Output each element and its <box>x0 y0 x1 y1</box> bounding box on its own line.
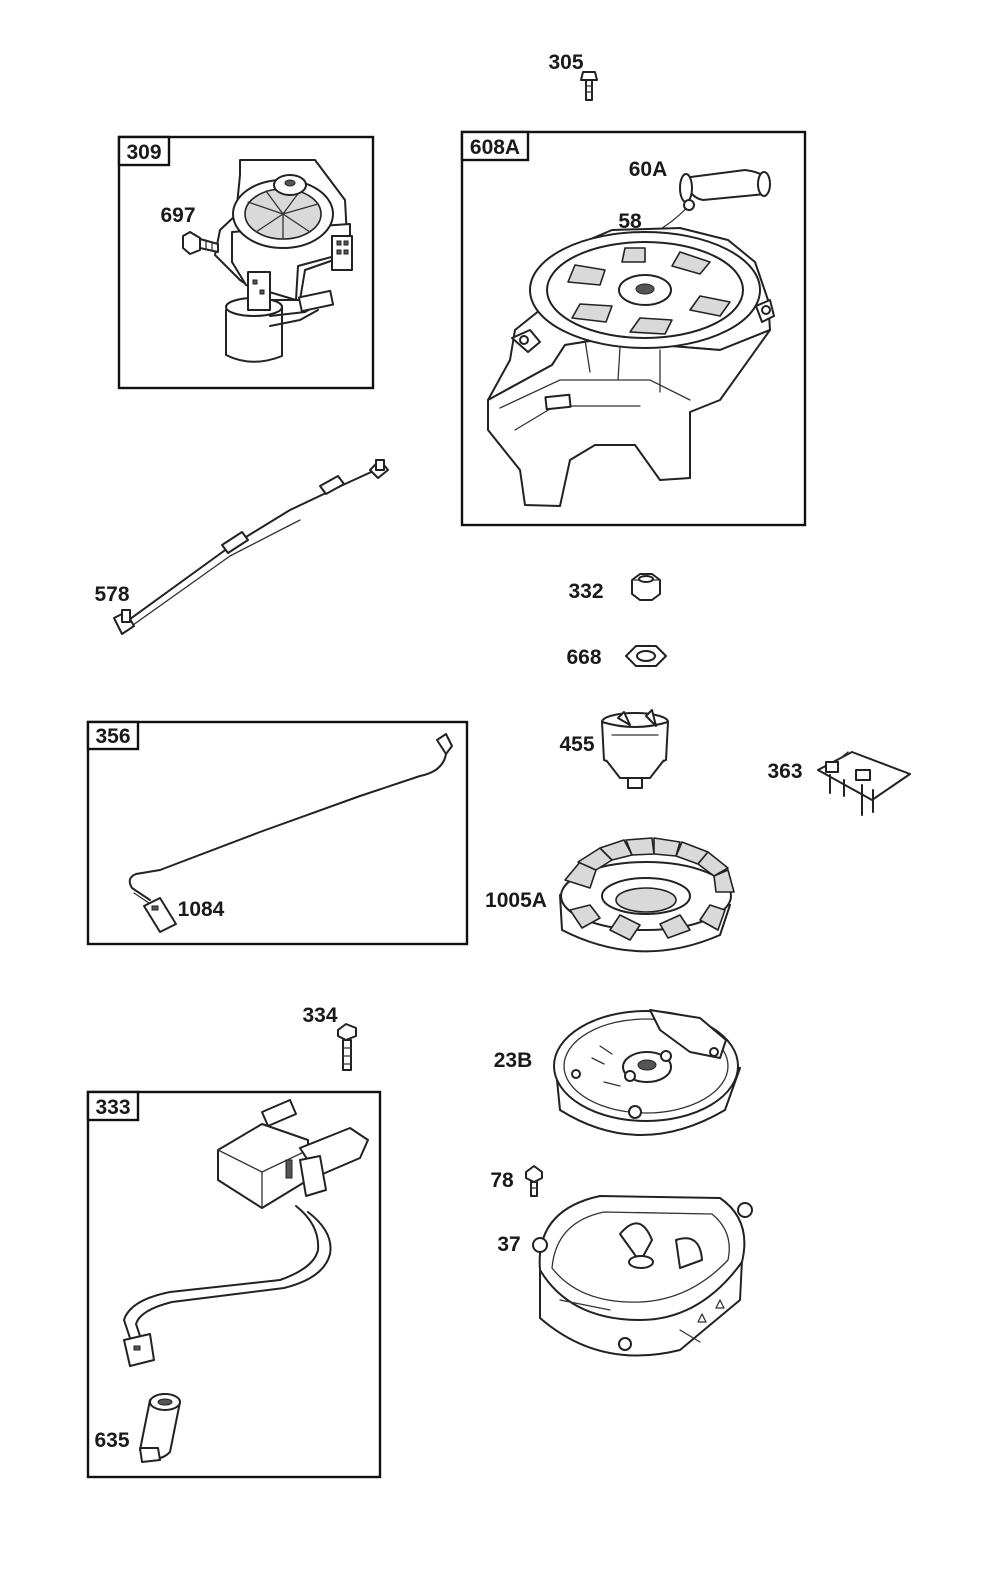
stator-23B-drawing <box>553 1009 741 1136</box>
nut-332-drawing <box>631 573 661 601</box>
part-label-60A: 60A <box>629 158 668 181</box>
part-label-1005A: 1005A <box>485 889 547 912</box>
part-label-334: 334 <box>302 1004 337 1027</box>
housing-37-drawing <box>532 1195 753 1357</box>
spark-boot-635-drawing <box>139 1393 181 1463</box>
bolt-697-drawing <box>182 231 219 255</box>
starter-fan-ribs <box>247 190 319 240</box>
box-309: 309 <box>117 135 375 390</box>
screw-78-drawing <box>525 1165 543 1197</box>
fan-blades <box>564 837 735 941</box>
part-label-58: 58 <box>618 210 642 233</box>
rewind-starter-spokes <box>567 247 731 335</box>
box-608A: 608A <box>460 130 807 527</box>
wire-harness-578-drawing <box>113 459 389 635</box>
rewind-starter-608A-drawing <box>487 169 775 507</box>
box-356: 356 <box>86 720 469 946</box>
box-label-608A: 608A <box>470 136 520 159</box>
part-label-1084: 1084 <box>178 898 225 921</box>
starter-motor-309-drawing <box>214 159 353 363</box>
part-label-578: 578 <box>94 583 129 606</box>
washer-668-drawing <box>625 645 667 667</box>
bolt-334-drawing <box>337 1023 357 1071</box>
part-label-78: 78 <box>490 1169 514 1192</box>
part-label-23B: 23B <box>494 1049 533 1072</box>
part-label-37: 37 <box>497 1233 520 1256</box>
part-label-363: 363 <box>767 760 802 783</box>
part-label-332: 332 <box>568 580 603 603</box>
bolt-305-drawing <box>580 71 598 101</box>
starter-cup-455-drawing <box>601 709 669 789</box>
part-label-697: 697 <box>160 204 195 227</box>
box-label-309: 309 <box>126 141 161 164</box>
fan-1005A-drawing <box>559 837 735 953</box>
ignition-armature-333-drawing <box>123 1099 369 1367</box>
box-label-333: 333 <box>95 1096 130 1119</box>
bracket-363-drawing <box>817 751 911 816</box>
part-label-455: 455 <box>559 733 594 756</box>
part-label-635: 635 <box>94 1429 129 1452</box>
sensor-wire-1084-drawing <box>128 733 453 933</box>
part-label-305: 305 <box>548 51 583 74</box>
box-label-356: 356 <box>95 725 130 748</box>
part-label-668: 668 <box>566 646 601 669</box>
box-333: 333 <box>86 1090 382 1479</box>
